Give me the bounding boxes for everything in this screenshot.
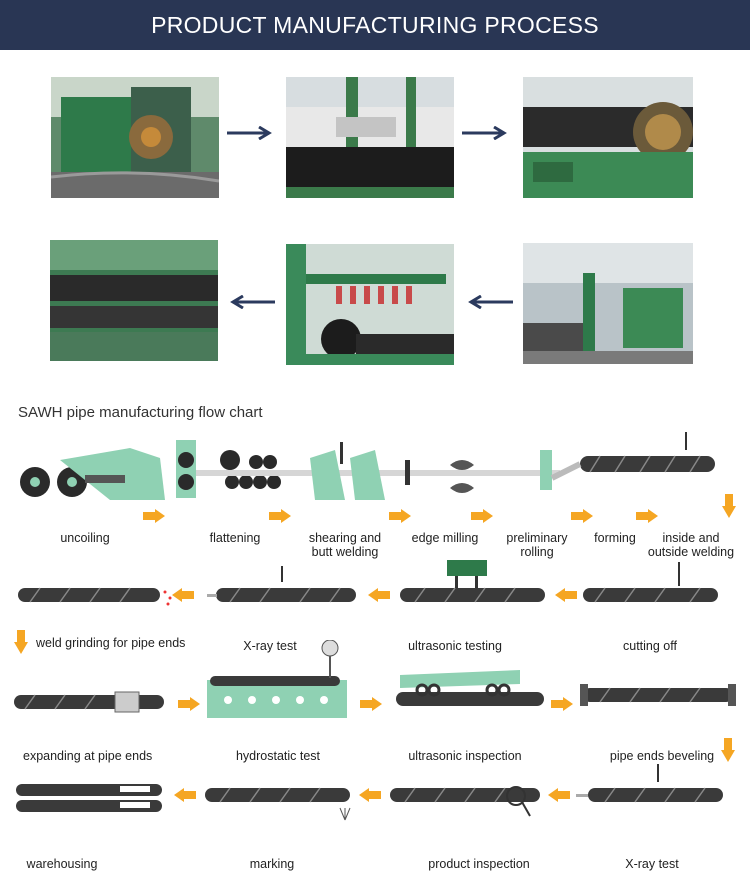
arrow-right-icon — [143, 509, 165, 523]
arrow-left-icon — [230, 295, 275, 309]
flowchart-title: SAWH pipe manufacturing flow chart — [18, 404, 263, 421]
arrow-right-icon — [551, 697, 573, 711]
step-label-hydrostatic-test: hydrostatic test — [235, 749, 321, 763]
photo-factory-hall — [523, 243, 693, 364]
arrow-left-icon — [548, 788, 570, 802]
photo-finished-pipes-conveyor — [50, 240, 218, 361]
step-label-ultrasonic-inspection: ultrasonic inspection — [408, 749, 522, 763]
arrow-left-icon — [368, 588, 390, 602]
arrow-left-icon — [172, 588, 194, 602]
photo-large-spiral-pipe — [523, 77, 693, 198]
arrow-left-icon — [555, 588, 577, 602]
arrow-right-icon — [571, 509, 593, 523]
arrow-left-icon — [468, 295, 513, 309]
step-label-forming: forming — [594, 531, 636, 545]
flowchart-row2-illustration — [18, 560, 718, 606]
arrow-right-icon — [462, 126, 507, 140]
step-label-cutting-off: cutting off — [623, 639, 677, 653]
step-label-warehousing: warehousing — [26, 857, 98, 871]
arrow-left-icon — [174, 788, 196, 802]
step-label-product-inspection: product inspection — [428, 857, 530, 871]
arrow-right-icon — [227, 126, 272, 140]
arrow-left-icon — [359, 788, 381, 802]
arrow-down-icon — [14, 630, 28, 654]
step-label-uncoiling: uncoiling — [60, 531, 110, 545]
arrow-down-icon — [722, 494, 736, 518]
step-label-expanding: expanding at pipe ends — [23, 749, 153, 763]
flowchart-row1-illustration — [20, 432, 715, 500]
step-label-weld-grinding: weld grinding for pipe ends — [36, 636, 186, 650]
arrow-right-icon — [389, 509, 411, 523]
step-label-flattening: flattening — [209, 531, 261, 545]
step-label-shearing: shearing and butt welding — [308, 531, 382, 559]
arrow-down-icon — [721, 738, 735, 762]
step-label-preliminary-rolling: preliminary rolling — [506, 531, 568, 559]
flowchart-row4-illustration — [16, 764, 723, 821]
arrow-right-icon — [178, 697, 200, 711]
photo-pipe-end-gantry — [286, 244, 454, 365]
step-label-marking: marking — [249, 857, 295, 871]
page-title: PRODUCT MANUFACTURING PROCESS — [151, 11, 599, 38]
arrow-right-icon — [269, 509, 291, 523]
step-label-xray-test: X-ray test — [243, 639, 297, 653]
page-header-banner: PRODUCT MANUFACTURING PROCESS — [0, 0, 750, 50]
photo-spiral-forming-machine — [51, 77, 219, 198]
step-label-inside-outside-welding: inside and outside welding — [647, 531, 735, 559]
flowchart-row3-illustration — [14, 640, 736, 718]
photo-pipe-welding-gantry — [286, 77, 454, 198]
arrow-right-icon — [471, 509, 493, 523]
step-label-edge-milling: edge milling — [411, 531, 479, 545]
step-label-ultrasonic-testing: ultrasonic testing — [408, 639, 502, 653]
arrow-right-icon — [360, 697, 382, 711]
step-label-xray-test-final: X-ray test — [625, 857, 679, 871]
arrow-right-icon — [636, 509, 658, 523]
step-label-beveling: pipe ends beveling — [609, 749, 715, 763]
